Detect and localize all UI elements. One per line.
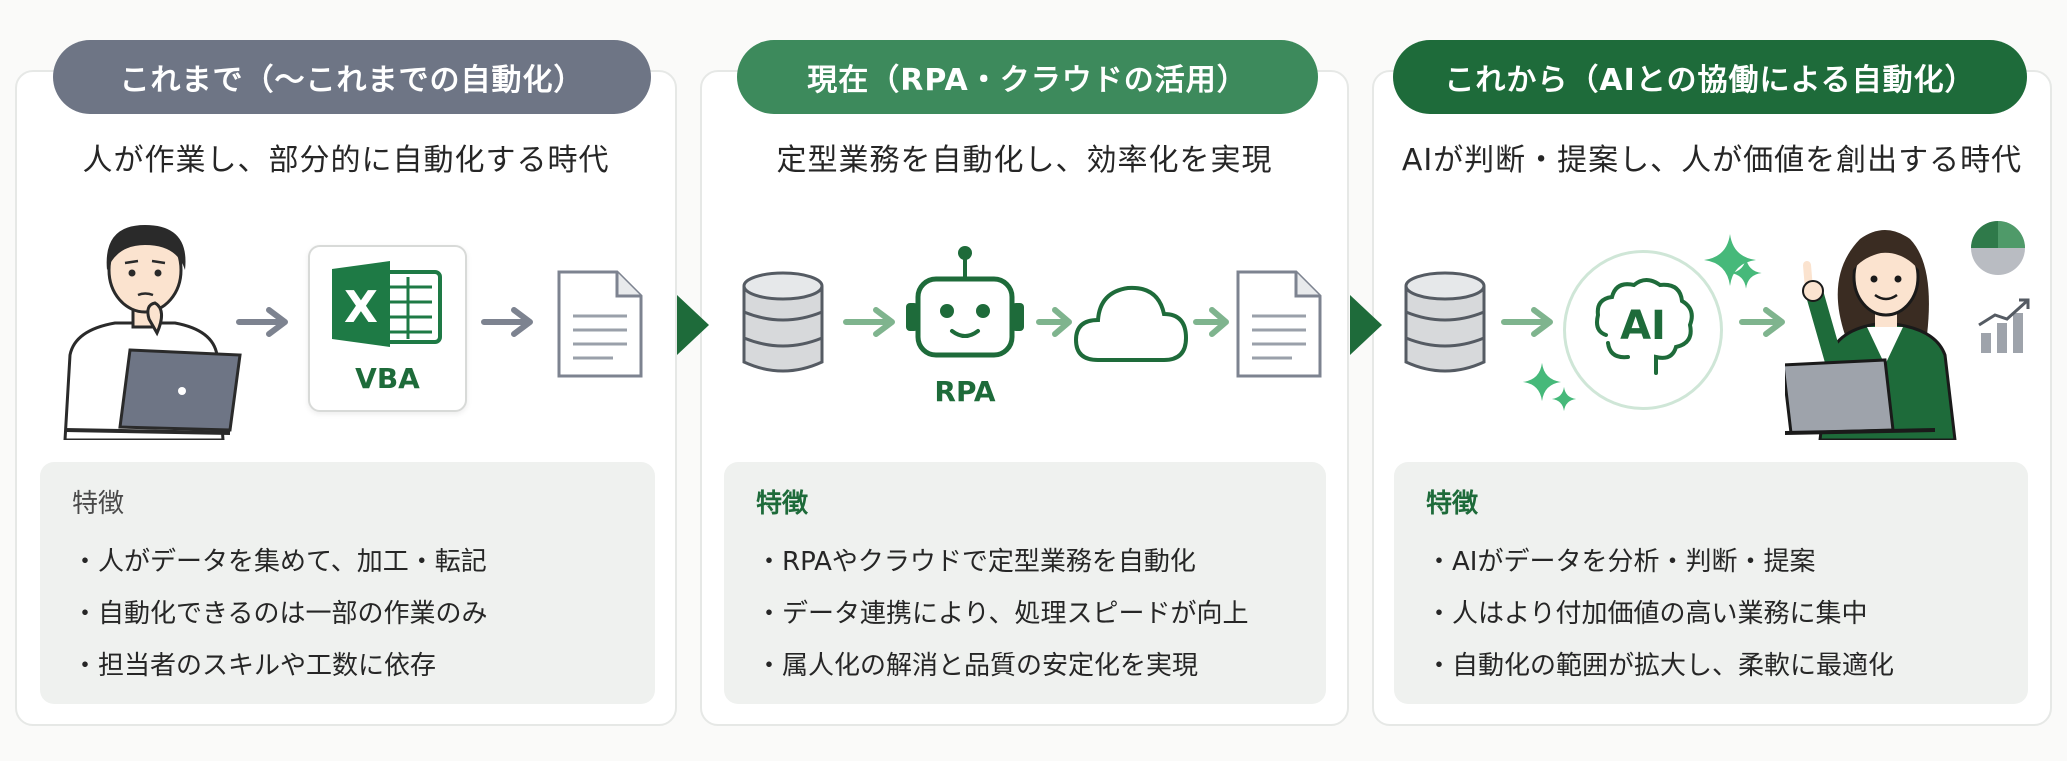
arrow-icon <box>236 307 288 337</box>
stage-past-features: 特徴 ・人がデータを集めて、加工・転記 ・自動化できるのは一部の作業のみ ・担当… <box>40 462 655 704</box>
feature-item: ・自動化の範囲が拡大し、柔軟に最適化 <box>1426 651 1895 681</box>
excel-letter: X <box>344 282 378 333</box>
arrow-icon <box>481 307 533 337</box>
person-pointing-laptop-icon <box>1785 230 1957 440</box>
vba-label: VBA <box>355 362 420 395</box>
stage-present-features: 特徴 ・RPAやクラウドで定型業務を自動化 ・データ連携により、処理スピードが向… <box>724 462 1326 704</box>
stage-future-subtitle: AIが判断・提案し、人が価値を創出する時代 <box>1401 143 2023 178</box>
feature-item: ・自動化できるのは一部の作業のみ <box>72 599 488 629</box>
arrow-icon <box>1036 307 1072 337</box>
sparkle-icon <box>1704 234 1756 286</box>
arrow-icon <box>1501 307 1553 337</box>
stage-transition-arrow-icon <box>677 295 709 355</box>
person-thinking-laptop-icon <box>63 225 242 440</box>
document-icon <box>557 270 643 378</box>
sparkle-icon <box>1551 386 1577 412</box>
robot-icon <box>906 246 1024 358</box>
document-icon <box>1236 270 1322 378</box>
stage-future-title: これから（AIとの協働による自動化） <box>1393 40 2027 114</box>
stage-past-title: これまで（〜これまでの自動化） <box>53 40 651 114</box>
ai-brain-icon: AI <box>1563 250 1723 410</box>
rpa-label: RPA <box>934 375 996 408</box>
stage-transition-arrow-icon <box>1350 295 1382 355</box>
stage-present-subtitle: 定型業務を自動化し、効率化を実現 <box>776 143 1273 178</box>
arrow-icon <box>1739 307 1785 337</box>
bar-chart-growth-icon <box>1978 298 2030 353</box>
feature-item: ・人がデータを集めて、加工・転記 <box>72 547 487 577</box>
database-icon <box>1404 271 1486 373</box>
feature-item: ・RPAやクラウドで定型業務を自動化 <box>756 547 1196 577</box>
arrow-icon <box>843 307 895 337</box>
features-title: 特徴 <box>1426 489 1479 519</box>
feature-item: ・AIがデータを分析・判断・提案 <box>1426 547 1816 577</box>
stage-present-title: 現在（RPA・クラウドの活用） <box>737 40 1318 114</box>
pie-chart-icon <box>1971 221 2025 275</box>
arrow-icon <box>1193 307 1229 337</box>
sparkle-icon <box>1522 362 1562 402</box>
features-title: 特徴 <box>72 489 125 519</box>
sparkle-icon <box>1730 257 1762 289</box>
stage-past-subtitle: 人が作業し、部分的に自動化する時代 <box>82 143 610 178</box>
feature-item: ・属人化の解消と品質の安定化を実現 <box>756 651 1199 681</box>
cloud-icon <box>1073 285 1189 362</box>
excel-vba-icon: X VBA <box>308 245 467 412</box>
feature-item: ・担当者のスキルや工数に依存 <box>72 651 437 681</box>
feature-item: ・人はより付加価値の高い業務に集中 <box>1426 599 1868 629</box>
database-icon <box>742 271 824 373</box>
stage-future-features: 特徴 ・AIがデータを分析・判断・提案 ・人はより付加価値の高い業務に集中 ・自… <box>1394 462 2028 704</box>
ai-label: AI <box>1620 303 1666 349</box>
features-title: 特徴 <box>756 489 809 519</box>
feature-item: ・データ連携により、処理スピードが向上 <box>756 599 1249 629</box>
